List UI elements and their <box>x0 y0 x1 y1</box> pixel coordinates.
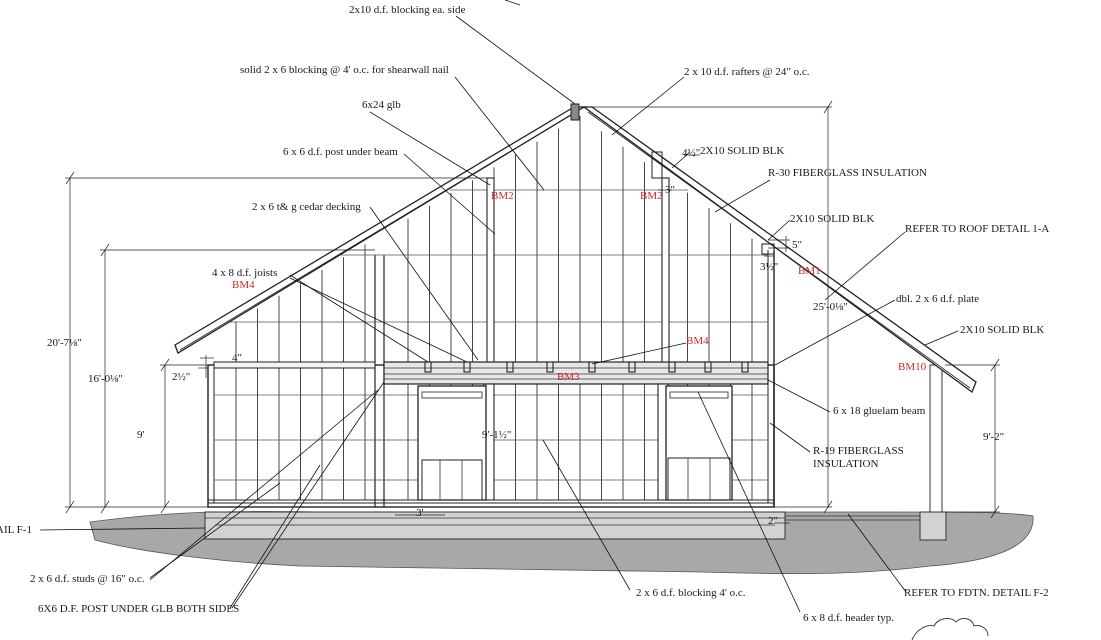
dimension-labels: 20'-7⅛" 16'-0⅛" 9' 9'-1½" 25'-0⅛" 9'-2" … <box>47 147 1004 527</box>
joist-hanger <box>628 362 636 373</box>
tag-bm2-right: BM2 <box>640 190 663 202</box>
joist-hangers <box>424 362 749 373</box>
dim-eave-4: 4" <box>232 352 242 364</box>
shrub-outline <box>911 618 989 640</box>
label-fdtn-detail: REFER TO FDTN. DETAIL F-2 <box>904 587 1049 599</box>
dim-block-3: 3" <box>665 184 675 196</box>
label-glb: 6x24 glb <box>362 99 401 111</box>
joist-hanger <box>668 362 676 373</box>
tag-bm4-left: BM4 <box>232 279 255 291</box>
label-studs: 2 x 6 d.f. studs @ 16" o.c. <box>30 573 145 585</box>
label-r19-line1: R-19 FIBERGLASS <box>813 445 904 457</box>
label-rafters: 2 x 10 d.f. rafters @ 24" o.c. <box>684 66 810 78</box>
joist-hanger <box>463 362 471 373</box>
roof-rafters <box>174 103 977 394</box>
joist-hanger <box>588 362 596 373</box>
label-gluelam: 6 x 18 gluelam beam <box>833 405 926 417</box>
label-joists: 4 x 8 d.f. joists <box>212 267 277 279</box>
dim-ridge-block: 4½" <box>682 147 700 159</box>
dim-eave-2: 2½" <box>172 371 190 383</box>
label-r19-line2: INSULATION <box>813 458 878 470</box>
label-roof-detail: REFER TO ROOF DETAIL 1-A <box>905 223 1049 235</box>
right-footing <box>919 511 947 541</box>
joist-hanger <box>546 362 554 373</box>
label-shearwall-blocking: solid 2 x 6 blocking @ 4' o.c. for shear… <box>240 64 449 76</box>
glulam-beam <box>213 361 769 385</box>
dim-base-3: 3' <box>416 507 424 519</box>
tag-bm3: BM3 <box>557 371 580 383</box>
leader-lines <box>39 0 959 613</box>
label-post-under-beam: 6 x 6 d.f. post under beam <box>283 146 398 158</box>
right-deck-support <box>929 364 943 513</box>
joist-hanger <box>741 362 749 373</box>
label-solid-blk-top: 2X10 SOLID BLK <box>700 145 784 157</box>
label-blocking-each-side: 2x10 d.f. blocking ea. side <box>349 4 466 16</box>
dimension-lines <box>65 100 1000 524</box>
label-solid-blk-right: 2X10 SOLID BLK <box>960 324 1044 336</box>
label-post-under-glb: 6X6 D.F. POST UNDER GLB BOTH SIDES <box>38 603 239 615</box>
joist-hanger <box>424 362 432 373</box>
label-cedar-decking: 2 x 6 t& g cedar decking <box>252 201 361 213</box>
dim-wall-height-left: 16'-0⅛" <box>88 373 123 385</box>
label-r30: R-30 FIBERGLASS INSULATION <box>768 167 927 179</box>
foundation-slab <box>204 511 786 540</box>
joist-hanger <box>704 362 712 373</box>
dim-right-height: 9'-2" <box>983 431 1004 443</box>
callout-labels: 2x10 d.f. blocking ea. side 2 x 10 d.f. … <box>0 4 1049 624</box>
label-blocking-4oc: 2 x 6 d.f. blocking 4' o.c. <box>636 587 746 599</box>
window-opening <box>665 385 733 501</box>
label-detail-f1: AIL F-1 <box>0 524 32 536</box>
dim-overall-height: 20'-7⅛" <box>47 337 82 349</box>
dim-ridge-height: 25'-0⅛" <box>813 301 848 313</box>
label-solid-blk-mid: 2X10 SOLID BLK <box>790 213 874 225</box>
tag-bm2-left: BM2 <box>491 190 514 202</box>
label-dbl-plate: dbl. 2 x 6 d.f. plate <box>896 293 979 305</box>
dim-block-3-5: 3½" <box>760 261 778 273</box>
dim-window-height: 9'-1½" <box>482 429 511 441</box>
tag-bm4-center: BM4 <box>686 335 709 347</box>
label-header: 6 x 8 d.f. header typ. <box>803 612 894 624</box>
dim-plate-left: 9' <box>137 429 145 441</box>
dim-block-5: 5" <box>792 239 802 251</box>
tag-bm10: BM10 <box>898 361 927 373</box>
dim-base-2: 2" <box>768 515 778 527</box>
joist-hanger <box>506 362 514 373</box>
door-opening <box>417 385 487 501</box>
tag-bm1: BM1 <box>798 265 821 277</box>
beam-tags: BM2 BM2 BM1 BM4 BM4 BM3 BM10 <box>232 190 927 383</box>
